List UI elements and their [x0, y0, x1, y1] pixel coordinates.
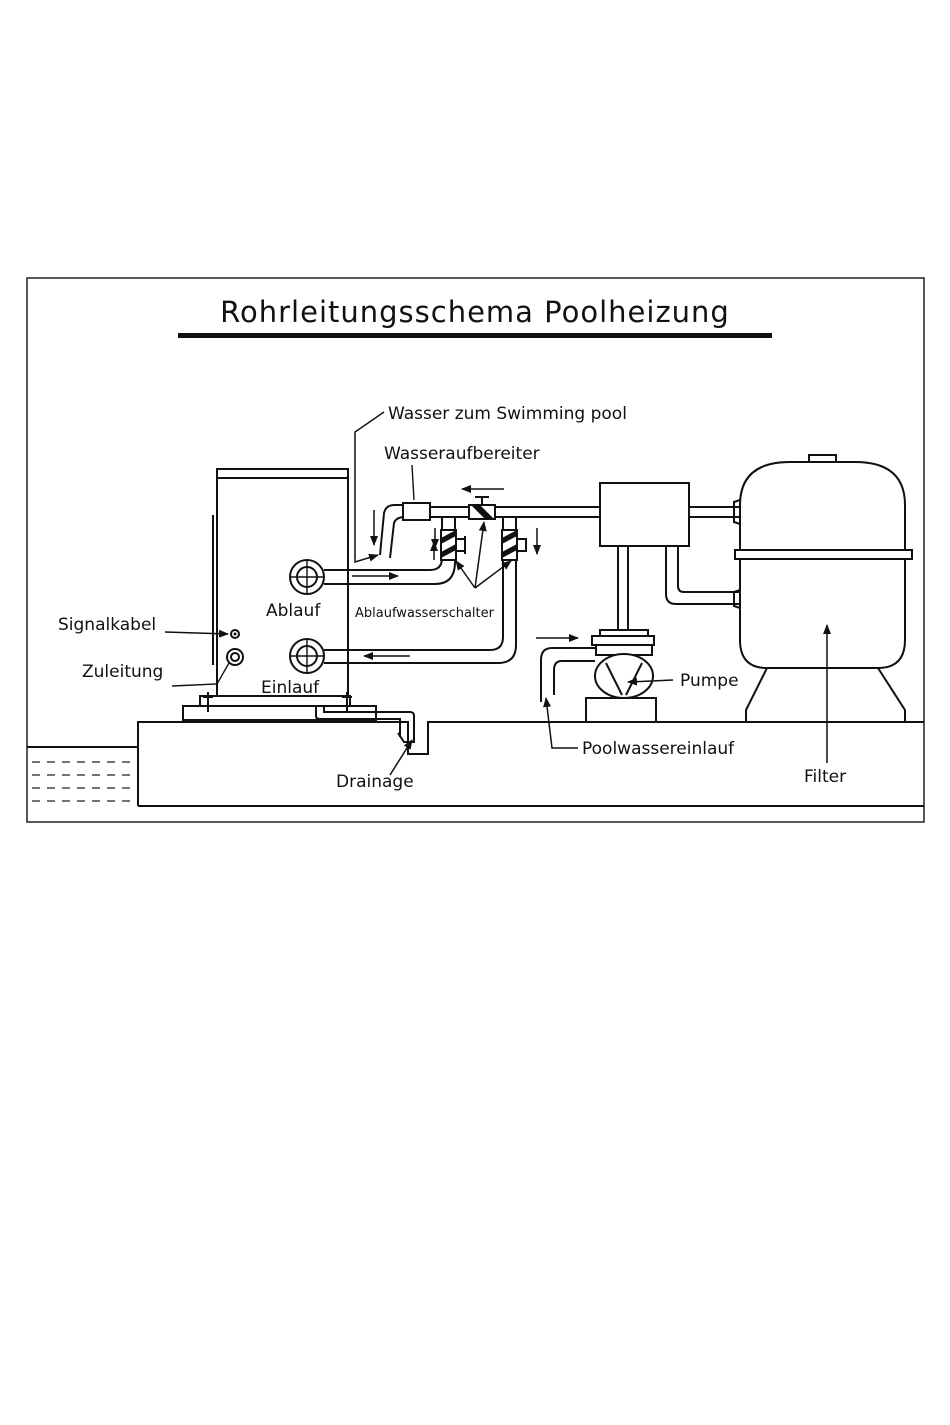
- pump: [586, 630, 656, 722]
- label-pool-water-inlet: Poolwassereinlauf: [582, 739, 735, 759]
- title-underline: [178, 333, 772, 338]
- label-water-to-pool: Wasser zum Swimming pool: [388, 404, 627, 424]
- control-box: [600, 483, 689, 546]
- valve-top: [469, 497, 495, 519]
- label-inlet: Einlauf: [261, 678, 320, 698]
- pool-branch-pipe: [380, 505, 405, 558]
- label-filter: Filter: [804, 767, 846, 787]
- water-treatment-device: [403, 503, 430, 520]
- label-drain-switches: Ablaufwasserschalter: [355, 606, 495, 621]
- intake-pipe: [541, 648, 595, 702]
- diagram-title: Rohrleitungsschema Poolheizung: [220, 295, 730, 329]
- pool-water: [27, 747, 138, 801]
- label-water-treatment: Wasseraufbereiter: [384, 444, 540, 464]
- valve-right: [502, 530, 526, 560]
- filter-tank: [734, 455, 912, 722]
- filter-lower-pipe: [666, 546, 740, 604]
- label-drainage: Drainage: [336, 772, 414, 792]
- label-outlet: Ablauf: [266, 601, 321, 621]
- pump-risers: [618, 546, 628, 641]
- label-signal-cable: Signalkabel: [58, 615, 156, 635]
- label-pump: Pumpe: [680, 671, 739, 691]
- drain-pipe: [316, 706, 414, 742]
- ground-platform: [138, 722, 924, 806]
- label-power-supply: Zuleitung: [82, 662, 163, 682]
- valve-left: [441, 530, 465, 560]
